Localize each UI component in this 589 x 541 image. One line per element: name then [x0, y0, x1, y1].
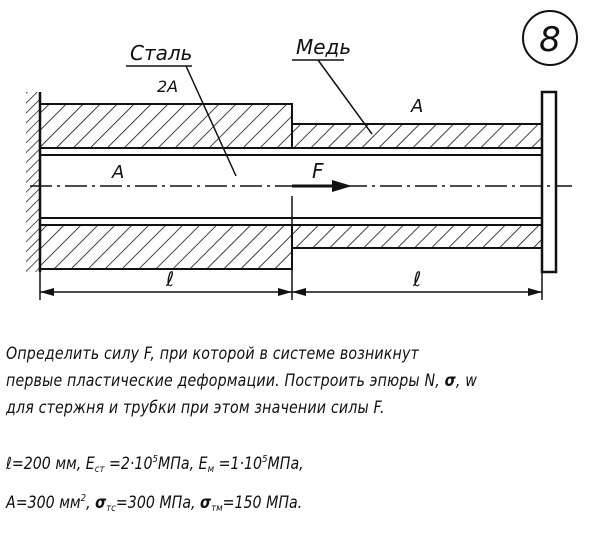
given-parameters: ℓ=200 мм, Eст =2·105МПа, Eм =1·105МПа, A…	[6, 445, 505, 523]
e-steel-label: E	[85, 454, 95, 473]
end-plate	[540, 90, 558, 274]
sigma-tc-sub: тс	[106, 503, 116, 514]
area-value: A=300 мм	[6, 493, 81, 512]
e-steel-exp: 5	[152, 454, 158, 465]
steel-leader	[126, 65, 237, 177]
steel-tube-top	[39, 103, 293, 149]
e-copper-unit: МПа,	[267, 454, 304, 473]
task-line-3: для стержня и трубки при этом значении с…	[6, 398, 385, 417]
e-copper-value: =1·10	[214, 454, 263, 473]
length-right-label: ℓ	[412, 267, 421, 291]
copper-tube-bottom	[291, 224, 543, 249]
e-steel-value: =2·10	[104, 454, 153, 473]
task-line-2: первые пластические деформации. Построит…	[6, 367, 505, 394]
steel-tube-bottom	[39, 224, 293, 270]
force-label: F	[312, 159, 324, 183]
problem-number: 8	[539, 20, 561, 60]
area-exp: 2	[80, 493, 87, 504]
length-value: ℓ=200 мм,	[6, 454, 86, 473]
e-steel-sub: ст	[94, 464, 105, 475]
params-line-1: ℓ=200 мм, Eст =2·105МПа, Eм =1·105МПа,	[6, 445, 505, 484]
copper-tube-top	[291, 123, 543, 149]
task-line-1: Определить силу F, при которой в системе…	[6, 344, 420, 363]
sigma-tm-symbol: σ	[200, 493, 212, 512]
e-copper-sub: м	[207, 464, 215, 475]
task-line-2-text: первые пластические деформации. Построит…	[6, 371, 445, 390]
steel-area-label: 2A	[157, 77, 178, 96]
fixed-wall	[26, 92, 42, 272]
copper-area-label: A	[410, 96, 423, 117]
dimension-lines	[39, 196, 543, 300]
length-left-label: ℓ	[165, 267, 174, 291]
area-sep: ,	[86, 493, 96, 512]
e-steel-unit: МПа,	[157, 454, 199, 473]
force-arrow	[292, 180, 352, 192]
sigma-tc-value: =300 МПа,	[115, 493, 201, 512]
copper-leader	[292, 59, 373, 135]
problem-number-badge: 8	[522, 10, 578, 66]
e-copper-label: E	[198, 454, 208, 473]
inner-rod	[40, 154, 542, 219]
copper-label: Медь	[296, 35, 351, 59]
sigma-tm-sub: тм	[211, 503, 223, 514]
sigma-symbol: σ	[444, 371, 456, 390]
task-line-2-tail: , w	[455, 371, 477, 390]
rod-area-label: A	[111, 162, 124, 183]
task-statement: Определить силу F, при которой в системе…	[6, 340, 505, 421]
steel-label: Сталь	[130, 41, 192, 65]
sigma-tm-value: =150 МПа.	[222, 493, 303, 512]
e-copper-exp: 5	[262, 454, 268, 465]
params-line-2: A=300 мм2, σтс=300 МПа, σтм=150 МПа.	[6, 484, 505, 523]
sigma-tc-symbol: σ	[95, 493, 107, 512]
